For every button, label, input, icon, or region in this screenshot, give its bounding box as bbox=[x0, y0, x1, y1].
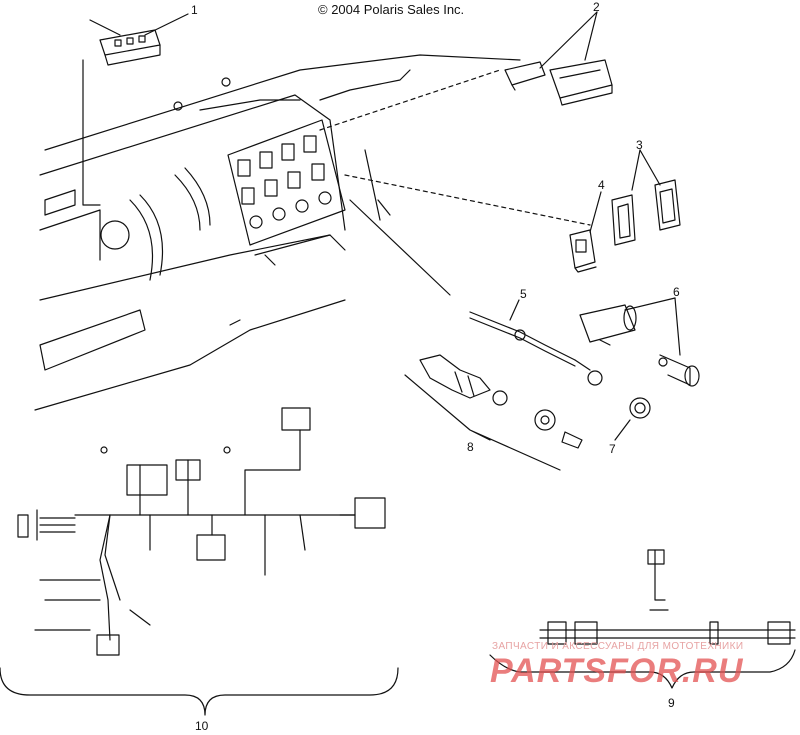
callout-3: 3 bbox=[636, 138, 643, 152]
callout-10: 10 bbox=[195, 719, 209, 733]
part-3-plates bbox=[612, 180, 680, 245]
part-1-connector bbox=[100, 30, 160, 65]
callout-1: 1 bbox=[191, 3, 198, 17]
callout-5: 5 bbox=[520, 287, 527, 301]
part-2-bezel bbox=[505, 62, 545, 90]
callout-7: 7 bbox=[609, 442, 616, 456]
leader-lines bbox=[320, 70, 590, 225]
part-6-socket bbox=[580, 305, 636, 345]
part-8-ignition bbox=[420, 355, 582, 448]
part-7-knob bbox=[630, 398, 650, 418]
dashboard-panel bbox=[35, 20, 520, 410]
part-4-switch bbox=[570, 230, 596, 272]
callout-9: 9 bbox=[668, 696, 675, 710]
copyright-notice: © 2004 Polaris Sales Inc. bbox=[318, 2, 465, 17]
watermark-tagline: ЗАПЧАСТИ И АКСЕССУАРЫ ДЛЯ МОТОТЕХНИКИ bbox=[492, 641, 744, 652]
callout-4: 4 bbox=[598, 178, 605, 192]
callout-8: 8 bbox=[467, 440, 474, 454]
part-2-box bbox=[550, 60, 612, 105]
switch-panel bbox=[228, 120, 345, 245]
part-10-bracket bbox=[0, 668, 398, 715]
part-8-bracket bbox=[405, 375, 560, 470]
watermark-logo: PARTSFOR.RU bbox=[490, 652, 744, 690]
callout-2: 2 bbox=[593, 0, 600, 14]
part-9-harness bbox=[540, 550, 795, 644]
part-6-lighter bbox=[659, 355, 699, 386]
callout-6: 6 bbox=[673, 285, 680, 299]
callout-leaders bbox=[83, 12, 680, 440]
part-5-cable bbox=[470, 312, 602, 385]
part-9-bracket bbox=[490, 650, 795, 688]
part-10-harness bbox=[18, 408, 385, 655]
